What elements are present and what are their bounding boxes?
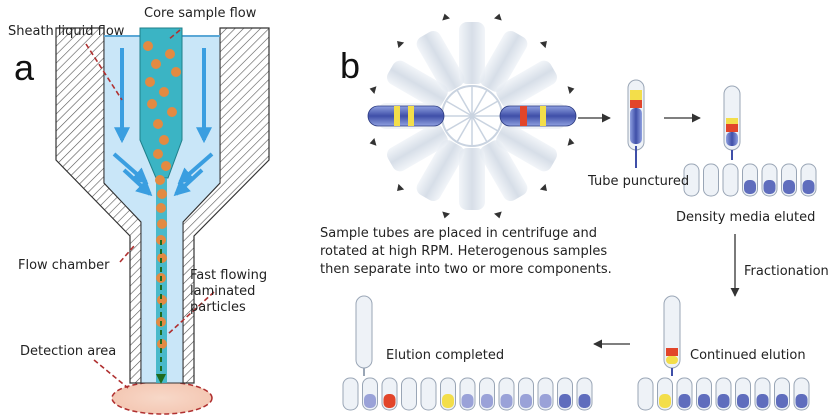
core-flow-label: Core sample flow [144, 6, 257, 21]
label-leader-lines [85, 29, 215, 389]
process-arrows [578, 113, 740, 349]
collection-tube [420, 377, 437, 411]
rotation-marker [539, 41, 547, 49]
rotor-spoke [471, 115, 499, 132]
collection-tube [479, 377, 495, 411]
collection-tubes-row-1 [683, 163, 817, 197]
rotation-marker [567, 138, 575, 146]
rotor-bucket [496, 123, 557, 172]
rotor-bucket [387, 60, 448, 109]
fast-flowing-label-2: laminated [190, 284, 256, 299]
rotor-bucket [459, 148, 485, 210]
rotor-spoke [445, 100, 473, 117]
collection-tube [518, 377, 534, 411]
rotor-bucket [416, 140, 465, 201]
collection-tube [793, 377, 810, 411]
collection-tube [557, 377, 573, 411]
rotor-bucket [416, 31, 465, 92]
rotation-marker [442, 13, 450, 21]
empty-tube [355, 295, 373, 376]
rotor-spoke [456, 89, 473, 117]
fractionation-label: Fractionation [744, 264, 829, 279]
collection-tube [761, 163, 778, 197]
rotation-marker [397, 41, 405, 49]
collection-tubes-row-3 [342, 377, 593, 411]
rotor-spoke [445, 115, 473, 132]
detection-area-ellipse [111, 381, 213, 415]
collection-tube [722, 163, 739, 197]
rotation-marker [369, 138, 377, 146]
caption-line-1: Sample tubes are placed in centrifuge an… [320, 226, 597, 241]
eluting-tube [723, 85, 741, 160]
rotation-marker [369, 86, 377, 94]
collection-tube [657, 377, 673, 411]
caption-line-3: then separate into two or more component… [320, 262, 612, 277]
collection-tube [742, 163, 758, 197]
panel-b-letter: b [340, 45, 361, 86]
elution-completed-label: Elution completed [386, 348, 505, 363]
rotation-marker [442, 211, 450, 219]
collection-tube [696, 377, 712, 411]
density-eluted-label: Density media eluted [676, 210, 816, 225]
rotor-bucket [459, 22, 485, 84]
panel-a-letter: a [14, 47, 35, 88]
fast-flowing-label-3: particles [190, 300, 246, 315]
rotation-marker [539, 183, 547, 191]
collection-tube [637, 377, 654, 411]
continued-elution-tube [663, 295, 681, 376]
collection-tube [401, 377, 417, 411]
collection-tube [537, 377, 554, 411]
core-sample-column [139, 27, 183, 179]
rotation-marker [397, 183, 405, 191]
collection-tube [683, 163, 700, 197]
rotor-tube-left [367, 105, 445, 127]
collection-tube [754, 377, 771, 411]
collection-tube [735, 377, 751, 411]
tube-punctured-label: Tube punctured [588, 174, 690, 189]
rotor-spoke [471, 100, 499, 117]
rotor-bucket [479, 140, 528, 201]
punctured-tube [627, 79, 645, 168]
rotor-bucket [479, 31, 528, 92]
collection-tube [781, 163, 797, 197]
continued-elution-label: Continued elution [690, 348, 806, 363]
collection-tube [576, 377, 593, 411]
sheath-flow-label: Sheath liquid flow [8, 24, 125, 39]
rotation-marker [567, 86, 575, 94]
collection-tube [715, 377, 732, 411]
collection-tubes-row-2 [637, 377, 810, 411]
collection-tube [774, 377, 790, 411]
collection-tube [800, 163, 817, 197]
rotor-bucket [496, 60, 557, 109]
rotation-marker [494, 211, 502, 219]
sheath-flow-arrows [112, 48, 214, 197]
detection-area-label: Detection area [20, 344, 117, 359]
collection-tube [676, 377, 693, 411]
rotor-bucket [387, 123, 448, 172]
fast-flowing-label-1: Fast flowing [190, 268, 268, 283]
flow-cell-diagram [55, 27, 270, 415]
collection-tube [703, 163, 719, 197]
flow-chamber-label: Flow chamber [18, 258, 110, 273]
collection-tube [459, 377, 476, 411]
rotation-marker [494, 13, 502, 21]
collection-tube [342, 377, 359, 411]
collection-tube [498, 377, 515, 411]
rotor-spoke [471, 115, 488, 143]
rotor-tube-right [499, 105, 577, 127]
collection-tube [381, 377, 398, 411]
caption-line-2: rotated at high RPM. Heterogenous sample… [320, 244, 608, 259]
collection-tube [440, 377, 456, 411]
rotor-spoke [456, 115, 473, 143]
collection-tube [362, 377, 378, 411]
centrifuge-rotor [369, 13, 575, 219]
rotor-spoke [471, 89, 488, 117]
